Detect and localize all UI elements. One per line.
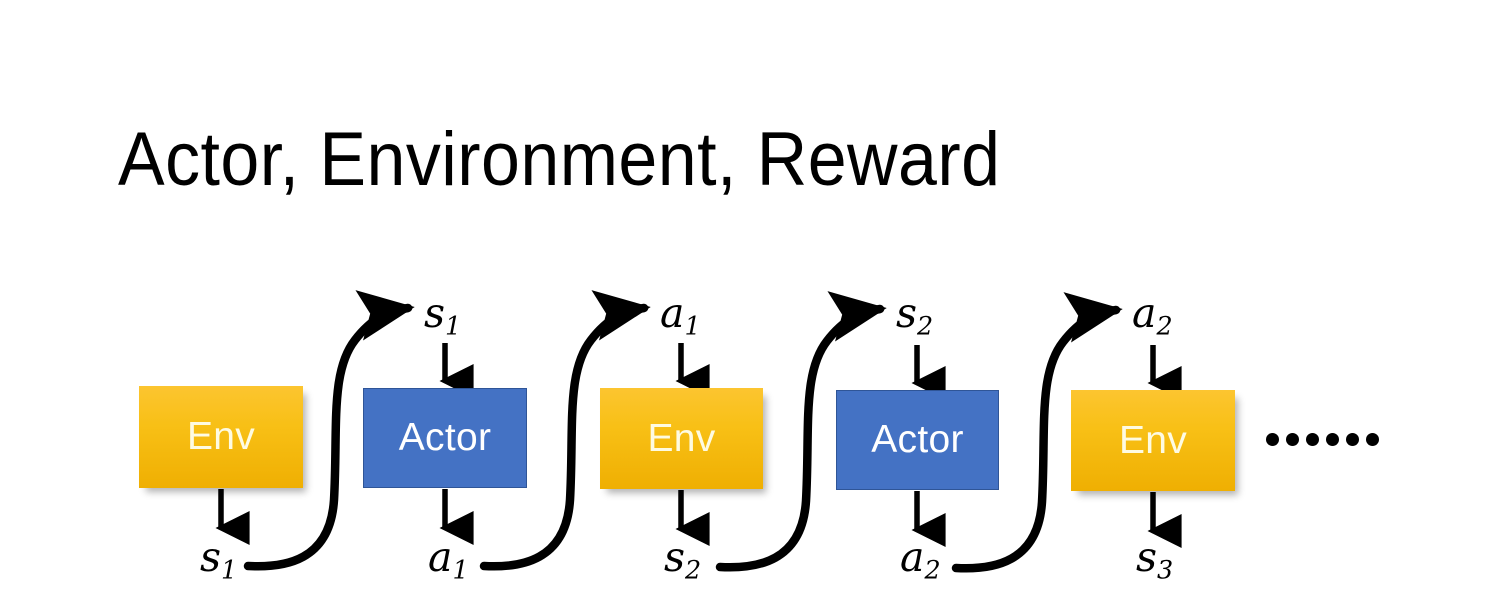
- action-label-a1-bottom-base: a: [428, 533, 453, 581]
- curve-s2-to-actor2: [715, 291, 887, 572]
- state-label-s3-bottom: s3: [1136, 537, 1173, 583]
- arrows-into-boxes: [439, 343, 1182, 401]
- ellipsis-dot: [1366, 433, 1379, 446]
- ellipsis-dot: [1326, 433, 1339, 446]
- state-label-s1-bottom-base: s: [200, 533, 222, 581]
- arrows-out-of-boxes: [215, 489, 1182, 549]
- action-label-a1-top-base: a: [660, 289, 685, 337]
- action-label-a2-bottom-sub: 2: [924, 554, 941, 585]
- action-label-a2-top-base: a: [1132, 289, 1157, 337]
- action-label-a2-top: a2: [1132, 293, 1173, 339]
- ellipsis-dot: [1266, 433, 1279, 446]
- state-label-s2-top-sub: 2: [917, 310, 934, 341]
- ellipsis-dot: [1346, 433, 1359, 446]
- state-label-s1-top-sub: 1: [445, 310, 462, 341]
- ellipsis-dot-group: [1326, 433, 1379, 446]
- action-label-a1-top-sub: 1: [684, 310, 701, 341]
- env-block-2-label: Env: [647, 416, 716, 460]
- ellipsis-dot: [1306, 433, 1319, 446]
- action-label-a2-bottom: a2: [900, 537, 941, 583]
- env-block-2[interactable]: Env: [600, 388, 763, 489]
- curve-a1-to-env2: [479, 290, 651, 571]
- state-label-s2-top: s2: [896, 293, 933, 339]
- actor-block-1-label: Actor: [398, 416, 492, 459]
- curve-s1-to-actor1: [243, 290, 415, 571]
- state-label-s2-bottom-sub: 2: [685, 554, 702, 585]
- state-label-s2-top-base: s: [896, 289, 918, 337]
- ellipsis-dot-group: [1266, 433, 1319, 446]
- state-label-s1-bottom: s1: [200, 537, 237, 583]
- continuation-ellipsis-icon: [1266, 433, 1379, 446]
- ellipsis-dot: [1286, 433, 1299, 446]
- actor-block-2[interactable]: Actor: [836, 390, 999, 490]
- action-label-a1-bottom: a1: [428, 537, 469, 583]
- feedback-curves: [243, 290, 1123, 573]
- action-label-a1-bottom-sub: 1: [452, 554, 469, 585]
- actor-block-2-label: Actor: [871, 418, 964, 461]
- state-label-s1-top-base: s: [424, 289, 446, 337]
- env-block-1[interactable]: Env: [139, 386, 303, 488]
- actor-block-1[interactable]: Actor: [363, 388, 527, 488]
- state-label-s2-bottom-base: s: [664, 533, 686, 581]
- action-label-a1-top: a1: [660, 293, 701, 339]
- action-label-a2-top-sub: 2: [1156, 310, 1173, 341]
- env-block-1-label: Env: [186, 415, 256, 458]
- state-label-s1-top: s1: [424, 293, 461, 339]
- curve-a2-to-env3: [951, 292, 1123, 573]
- page-title: Actor, Environment, Reward: [118, 117, 1001, 202]
- env-block-3[interactable]: Env: [1071, 390, 1235, 491]
- state-label-s3-bottom-base: s: [1136, 533, 1158, 581]
- state-label-s2-bottom: s2: [664, 537, 701, 583]
- state-label-s3-bottom-sub: 3: [1157, 554, 1174, 585]
- env-block-3-label: Env: [1118, 418, 1188, 462]
- action-label-a2-bottom-base: a: [900, 533, 925, 581]
- state-label-s1-bottom-sub: 1: [221, 554, 238, 585]
